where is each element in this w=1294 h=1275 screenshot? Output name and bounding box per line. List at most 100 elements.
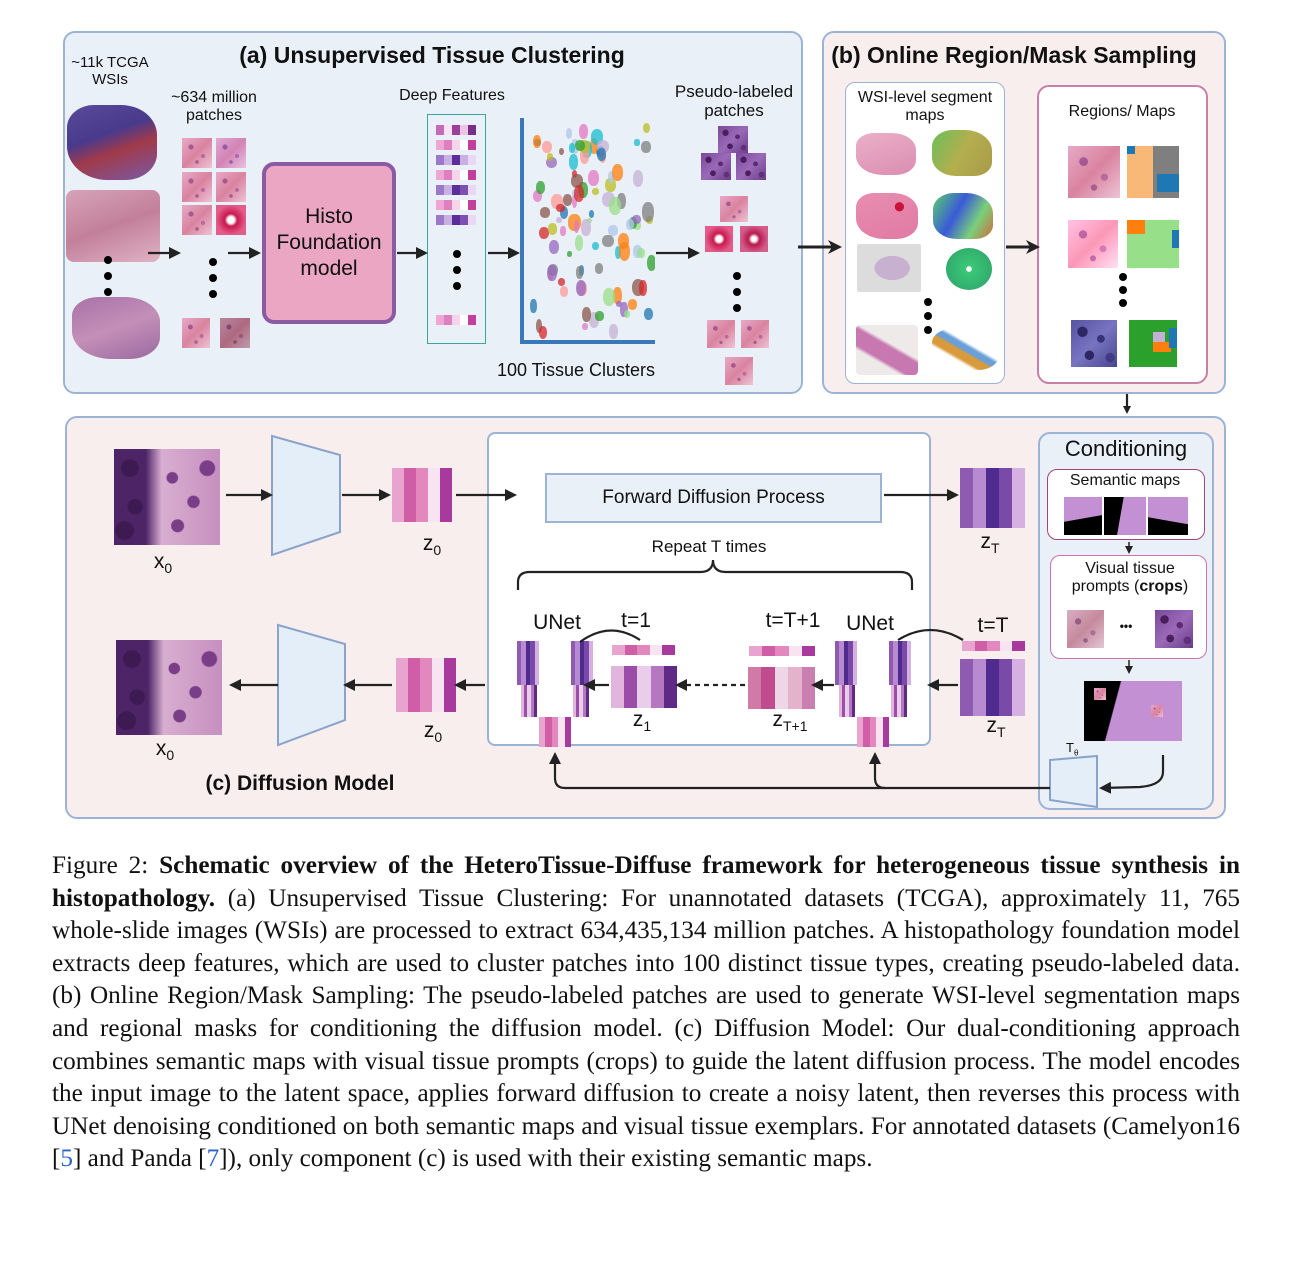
latent-stripe (748, 667, 762, 709)
citation-link[interactable]: 7 (206, 1145, 220, 1173)
latent-stripe (392, 468, 404, 522)
patch-image (216, 172, 246, 202)
pseudo-patch (736, 153, 766, 180)
latent-stripe (650, 666, 664, 708)
forward-diffusion-label: Forward Diffusion Process (602, 487, 825, 508)
wsi-thumbnail (857, 244, 921, 292)
cluster-blob (628, 299, 638, 310)
caption-title: Schematic overview of the HeteroTissue-D… (52, 852, 1240, 912)
clusters-label: 100 Tissue Clusters (496, 360, 656, 380)
panel-b-title: (b) Online Region/Mask Sampling (831, 42, 1197, 68)
cluster-blob (571, 138, 580, 154)
wsi-thumbnail (66, 190, 160, 262)
cluster-blob (533, 134, 541, 149)
deep-features-column (427, 114, 486, 344)
cluster-blob (592, 188, 599, 195)
latent-stripe (624, 666, 638, 708)
cluster-blob (578, 123, 588, 139)
latent-stripe (962, 641, 975, 651)
z0-label: z0 (422, 532, 442, 559)
x0-label: x0 (153, 550, 173, 577)
histo-foundation-model-block: Histo Foundation model (262, 162, 396, 324)
cluster-blob (538, 326, 548, 340)
latent-zT-timestep (962, 641, 1025, 651)
tT-label: t=T (977, 614, 1009, 637)
latent-zT1 (748, 667, 816, 709)
cluster-blob (541, 140, 552, 153)
cluster-blob (641, 140, 651, 153)
cluster-blob (568, 154, 579, 170)
cluster-blob (644, 308, 653, 321)
cluster-blob (588, 210, 595, 218)
cluster-blob (565, 128, 573, 140)
cluster-blob (576, 266, 584, 279)
cluster-blob (546, 265, 557, 281)
ellipsis-dots (924, 298, 932, 334)
feature-vector (436, 170, 476, 180)
citation-link[interactable]: 5 (60, 1145, 73, 1173)
ellipsis-dots (104, 256, 112, 296)
semantic-map-thumb (1104, 497, 1146, 535)
cluster-blob (607, 225, 618, 236)
model-label: Histo (305, 205, 353, 228)
latent-stripe (662, 645, 675, 655)
unet-label: UNet (846, 612, 894, 635)
conditioning-title: Conditioning (1064, 436, 1188, 461)
cluster-blob (594, 263, 604, 274)
semantic-map (1129, 320, 1177, 367)
latent-stripe (762, 646, 776, 656)
cluster-blob (633, 139, 640, 146)
wsi-thumbnail (856, 133, 916, 175)
cluster-blob (626, 218, 634, 231)
unet-layer (573, 685, 590, 717)
combined-condition-map (1084, 681, 1182, 741)
latent-stripe (649, 645, 663, 655)
patch-image (220, 318, 250, 348)
cluster-blob (539, 226, 550, 239)
patch-image (216, 138, 246, 168)
pseudo-patch (701, 153, 731, 180)
cluster-blob (570, 174, 583, 189)
feature-vector (436, 155, 476, 165)
latent-stripe (404, 468, 416, 522)
latent-stripe (761, 667, 775, 709)
zT-label: zT (980, 530, 1000, 557)
cluster-blob (574, 235, 584, 252)
condition-encoder-label: ε (1068, 769, 1078, 794)
pseudo-patch (720, 196, 748, 222)
patch-image (182, 318, 210, 348)
cluster-blob (588, 312, 600, 329)
latent-stripe (960, 468, 973, 528)
cluster-blob (589, 138, 599, 155)
feature-vector (436, 200, 476, 210)
patch-image (182, 138, 212, 168)
latent-z0 (396, 658, 456, 712)
latent-stripe (974, 641, 988, 651)
pseudo-patch (741, 320, 769, 348)
z1-label: z1 (632, 708, 652, 735)
cluster-blob (576, 279, 587, 297)
model-label: model (300, 257, 358, 280)
output-image-x0 (116, 640, 222, 735)
latent-stripe (973, 659, 986, 716)
latent-zT-noisy (960, 659, 1025, 716)
cluster-blob (579, 147, 589, 164)
latent-stripe (428, 468, 440, 522)
latent-stripe (611, 666, 625, 708)
unet-layer (517, 641, 540, 685)
ellipsis-dots (453, 250, 461, 290)
cluster-blob (617, 232, 630, 249)
wsi-thumbnail (856, 193, 918, 239)
latent-stripe (1012, 468, 1025, 528)
cluster-blob (571, 194, 577, 209)
cluster-blob (603, 287, 616, 306)
cluster-blob (617, 192, 626, 209)
latent-stripe (774, 667, 789, 709)
latent-stripe (986, 659, 999, 716)
regions-maps-label: Regions/ Maps (1068, 103, 1176, 120)
unet-label: UNet (533, 611, 581, 634)
crops-ellipsis: ••• (1119, 619, 1133, 633)
